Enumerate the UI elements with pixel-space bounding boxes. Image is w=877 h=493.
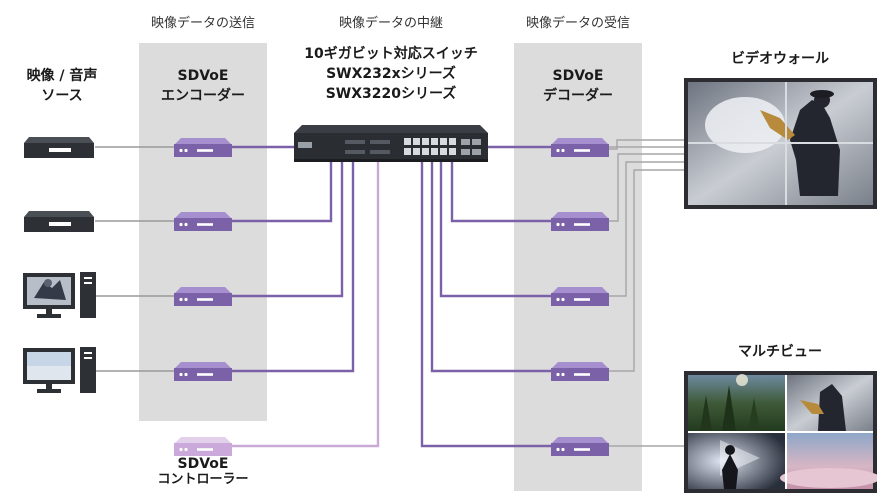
videowall-label: ビデオウォール bbox=[731, 51, 829, 67]
media-player-2 bbox=[24, 211, 94, 232]
decoder-cables bbox=[420, 145, 552, 448]
switch-label: 10ギガビット対応スイッチ SWX232xシリーズ SWX3220シリーズ bbox=[282, 44, 500, 104]
decoder-label: SDVoE デコーダー bbox=[514, 66, 642, 106]
source-label: 映像 / 音声 ソース bbox=[14, 66, 110, 106]
controller-label-line2: コントローラー bbox=[157, 472, 249, 487]
controller-cable bbox=[232, 160, 380, 448]
encoder-band bbox=[139, 43, 267, 421]
receive-header: 映像データの受信 bbox=[525, 16, 630, 31]
decoder-band bbox=[514, 43, 642, 491]
switch-label-line3: SWX3220シリーズ bbox=[325, 86, 457, 102]
encoder-1 bbox=[174, 138, 232, 157]
display-cables bbox=[609, 139, 686, 447]
decoder-3 bbox=[551, 287, 609, 306]
pc-1 bbox=[23, 272, 96, 318]
decoder-2 bbox=[551, 212, 609, 231]
source-label-line2: ソース bbox=[41, 88, 83, 104]
encoder-2 bbox=[174, 212, 232, 231]
encoder-label: SDVoE エンコーダー bbox=[139, 66, 267, 106]
decoder-1 bbox=[551, 138, 609, 157]
multiview-display bbox=[684, 371, 877, 493]
send-header: 映像データの送信 bbox=[150, 16, 255, 31]
decoder-4 bbox=[551, 362, 609, 381]
pc-2 bbox=[23, 347, 96, 393]
encoder-cables bbox=[232, 145, 355, 373]
encoder-label-line2: エンコーダー bbox=[161, 88, 245, 104]
source-label-line1: 映像 / 音声 bbox=[26, 68, 98, 84]
video-wall bbox=[684, 78, 877, 209]
controller-label-line1: SDVoE bbox=[177, 456, 229, 472]
encoder-4 bbox=[174, 362, 232, 381]
switch-label-line2: SWX232xシリーズ bbox=[326, 66, 456, 82]
decoder-5 bbox=[551, 437, 609, 456]
encoder-label-line1: SDVoE bbox=[177, 68, 229, 84]
decoder-label-line2: デコーダー bbox=[543, 88, 613, 104]
encoder-3 bbox=[174, 287, 232, 306]
controller-label: SDVoE コントローラー bbox=[139, 456, 267, 488]
decoder-label-line1: SDVoE bbox=[552, 68, 604, 84]
media-player-1 bbox=[24, 137, 94, 158]
relay-header: 映像データの中継 bbox=[338, 16, 443, 31]
network-switch bbox=[294, 125, 488, 162]
multiview-label: マルチビュー bbox=[738, 344, 822, 360]
source-cables bbox=[95, 146, 174, 372]
sdvoe-controller bbox=[174, 437, 232, 456]
switch-label-line1: 10ギガビット対応スイッチ bbox=[304, 46, 478, 62]
